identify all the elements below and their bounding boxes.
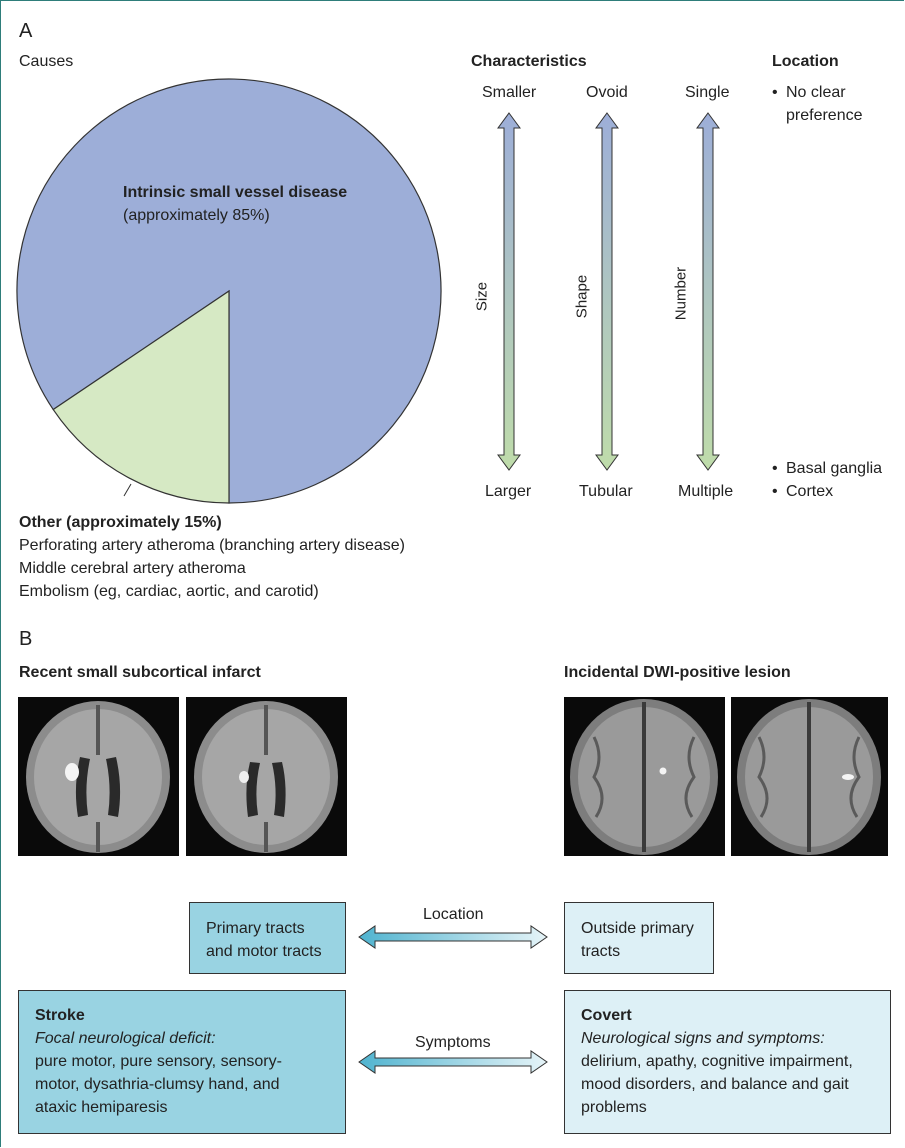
location-item: No clear <box>786 84 846 101</box>
location-top-list: •No clear preference <box>772 81 863 127</box>
number-double-arrow <box>696 112 720 471</box>
location-double-arrow <box>358 925 548 949</box>
pie-main-label: Intrinsic small vessel disease (approxim… <box>123 181 347 227</box>
location-item: Basal ganglia <box>786 460 883 477</box>
primary-tracts-line: Primary tracts <box>206 920 305 937</box>
location-item: Cortex <box>786 483 834 500</box>
panel-a-letter: A <box>19 20 33 42</box>
other-line: Embolism (eg, cardiac, aortic, and carot… <box>19 583 319 600</box>
stroke-line: pure motor, pure sensory, sensory- <box>35 1053 282 1070</box>
number-bottom-label: Multiple <box>678 483 734 500</box>
number-axis-label: Number <box>672 266 690 321</box>
location-heading: Location <box>772 53 839 70</box>
pie-main-title: Intrinsic small vessel disease <box>123 184 348 201</box>
mri-image-1 <box>18 697 179 856</box>
horizontal-arrows <box>358 925 548 1074</box>
covert-box: Covert Neurological signs and symptoms: … <box>564 990 891 1134</box>
panel-b-letter: B <box>19 628 33 650</box>
symptoms-double-arrow <box>358 1050 548 1074</box>
size-double-arrow <box>497 112 521 471</box>
covert-line: delirium, apathy, cognitive impairment, <box>581 1053 853 1070</box>
primary-tracts-box: Primary tracts and motor tracts <box>189 902 346 974</box>
other-causes-block: Other (approximately 15%) Perforating ar… <box>19 511 405 603</box>
mri-image-4 <box>731 697 888 856</box>
mri-image-3 <box>564 697 725 856</box>
mri-image-2 <box>186 697 347 856</box>
causes-heading: Causes <box>19 53 74 70</box>
characteristics-heading: Characteristics <box>471 53 587 70</box>
other-title: Other (approximately 15%) <box>19 514 222 531</box>
primary-tracts-line: and motor tracts <box>206 943 322 960</box>
left-heading: Recent small subcortical infarct <box>19 664 261 681</box>
size-axis-label: Size <box>473 281 491 312</box>
number-top-label: Single <box>685 84 730 101</box>
pie-main-value: (approximately 85%) <box>123 207 270 224</box>
covert-subtitle: Neurological signs and symptoms: <box>581 1030 825 1047</box>
symptoms-arrow-label: Symptoms <box>415 1034 491 1051</box>
right-heading: Incidental DWI-positive lesion <box>564 664 791 681</box>
outside-tracts-line: Outside primary <box>581 920 694 937</box>
size-bottom-label: Larger <box>485 483 532 500</box>
shape-bottom-label: Tubular <box>579 483 633 500</box>
location-bottom-list: •Basal ganglia •Cortex <box>772 457 882 503</box>
covert-line: problems <box>581 1099 647 1116</box>
covert-line: mood disorders, and balance and gait <box>581 1076 849 1093</box>
pie-slice-other <box>52 289 230 504</box>
location-item: preference <box>786 107 863 124</box>
stroke-line: ataxic hemiparesis <box>35 1099 168 1116</box>
location-arrow-label: Location <box>423 906 484 923</box>
shape-double-arrow <box>595 112 619 471</box>
shape-axis-label: Shape <box>573 274 591 319</box>
characteristic-arrows <box>497 112 720 471</box>
other-line: Perforating artery atheroma (branching a… <box>19 537 405 554</box>
shape-top-label: Ovoid <box>586 84 628 101</box>
stroke-box: Stroke Focal neurological deficit: pure … <box>18 990 346 1134</box>
stroke-subtitle: Focal neurological deficit: <box>35 1030 216 1047</box>
pie-leader-line <box>123 483 132 497</box>
stroke-title: Stroke <box>35 1007 85 1024</box>
outside-tracts-line: tracts <box>581 943 621 960</box>
pie-chart <box>16 78 442 504</box>
stroke-line: motor, dysathria-clumsy hand, and <box>35 1076 280 1093</box>
outside-tracts-box: Outside primary tracts <box>564 902 714 974</box>
size-top-label: Smaller <box>482 84 537 101</box>
covert-title: Covert <box>581 1007 632 1024</box>
other-line: Middle cerebral artery atheroma <box>19 560 246 577</box>
